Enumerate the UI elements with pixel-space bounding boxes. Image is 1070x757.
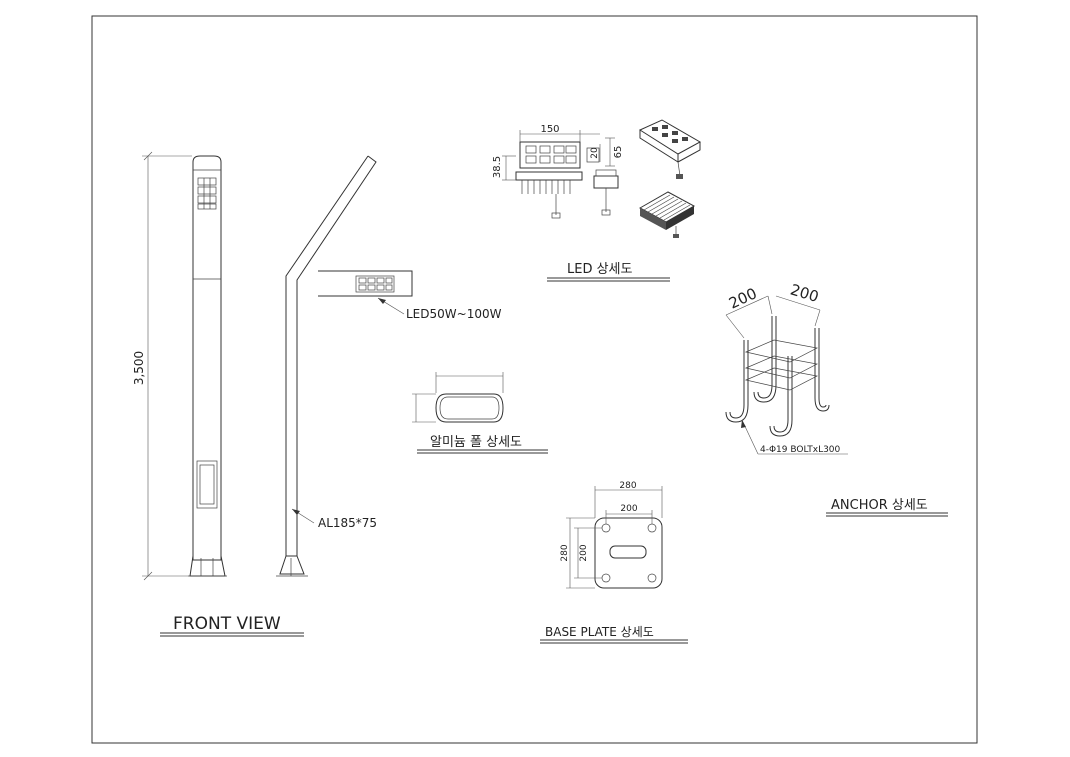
anchor-dim-left: 200 (726, 284, 760, 312)
led-detail-title: LED 상세도 (567, 262, 633, 277)
straight-pole-drawing (188, 155, 227, 577)
base-plate-outer-height: 280 (560, 544, 570, 561)
anchor-dim-right: 200 (788, 280, 821, 306)
base-plate-outer-width: 280 (619, 481, 636, 491)
anchor-title: ANCHOR 상세도 (831, 498, 928, 513)
anchor-bolt-label: 4-Φ19 BOLTxL300 (760, 445, 841, 455)
led-dim-small: 20 (590, 147, 600, 159)
aluminum-pole-title: 알미늄 폴 상세도 (430, 435, 522, 450)
bent-pole-drawing (276, 155, 377, 577)
sheet-border (91, 15, 978, 744)
led-dim-width: 150 (540, 124, 559, 135)
pole-access-door (196, 460, 218, 509)
base-plate-inner-width: 200 (620, 504, 637, 514)
led-dim-side: 65 (613, 146, 624, 159)
led-dim-height: 38.5 (492, 156, 503, 178)
led-module-detail: 150 20 38.5 65 (492, 119, 702, 238)
aluminum-pole-section (412, 372, 504, 423)
anchor-detail: 200 200 4-Φ19 BOLTxL300 (725, 280, 848, 455)
pole-height-dimension: 3,500 (132, 151, 192, 581)
pole-profile-label: AL185*75 (318, 516, 377, 530)
pole-led-module (197, 177, 217, 210)
front-view-title: FRONT VIEW (173, 614, 281, 634)
base-plate-detail: 280 200 280 200 (560, 481, 663, 589)
base-plate-inner-height: 200 (579, 544, 589, 561)
bent-pole-led-head (318, 270, 413, 297)
pole-height-label: 3,500 (132, 351, 146, 385)
led-wattage-label: LED50W~100W (406, 307, 502, 321)
base-plate-title: BASE PLATE 상세도 (545, 625, 654, 639)
